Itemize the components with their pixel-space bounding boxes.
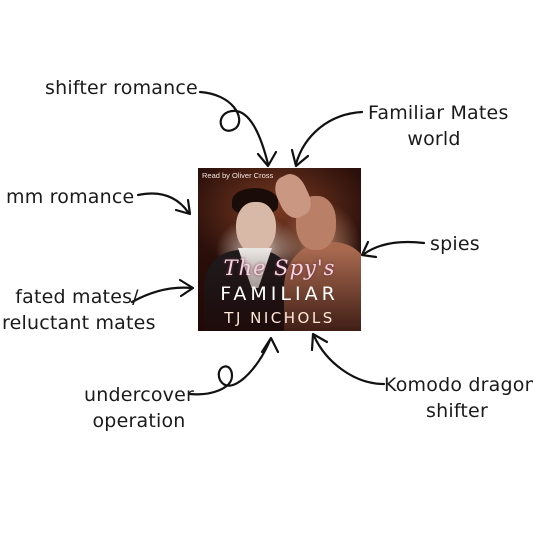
tag-fated-reluctant-mates: fated mates/ reluctant mates: [2, 284, 156, 336]
tag-komodo-line1: Komodo dragon: [384, 374, 533, 396]
arrowhead-fated: [178, 278, 195, 298]
cover-narrator: Read by Oliver Cross: [202, 171, 274, 180]
tag-komodo-dragon-shifter: Komodo dragon shifter: [384, 372, 533, 424]
arrow-familiar-mates: [294, 110, 364, 166]
book-cover: Read by Oliver Cross The Spy's FAMILIAR …: [198, 168, 361, 331]
tag-undercover-operation: undercover operation: [80, 382, 198, 434]
arrow-mm-romance: [136, 192, 190, 214]
arrowhead-undercover: [260, 336, 280, 354]
cover-title-main: FAMILIAR: [220, 283, 339, 305]
tag-familiar-mates-world: Familiar Mates world: [368, 100, 509, 152]
arrowhead-familiar-mates: [290, 148, 310, 168]
arrow-spies: [362, 240, 426, 256]
tag-undercover-line1: undercover: [83, 384, 195, 406]
arrow-undercover: [188, 338, 272, 396]
cover-title-script: The Spy's: [223, 256, 336, 280]
tag-spies: spies: [430, 233, 480, 255]
tag-fated-line2: reluctant mates: [2, 312, 156, 334]
arrowhead-mm-romance: [174, 198, 192, 216]
tag-familiar-mates-line1: Familiar Mates: [368, 102, 509, 124]
tag-fated-line1: fated mates/: [15, 286, 139, 308]
arrowhead-shifter-romance: [256, 150, 278, 168]
arrow-komodo: [312, 334, 386, 386]
cover-shading: [198, 168, 361, 331]
arrowhead-komodo: [310, 332, 329, 352]
tag-mm-romance: mm romance: [6, 186, 135, 208]
tag-shifter-romance: shifter romance: [45, 77, 198, 99]
arrow-fated: [130, 286, 194, 304]
cover-author: TJ NICHOLS: [224, 309, 335, 327]
tag-undercover-line2: operation: [92, 410, 186, 432]
tag-komodo-line2: shifter: [426, 400, 488, 422]
arrowhead-spies: [360, 240, 378, 259]
arrow-shifter-romance: [198, 90, 270, 166]
tag-familiar-mates-line2: world: [407, 128, 461, 150]
